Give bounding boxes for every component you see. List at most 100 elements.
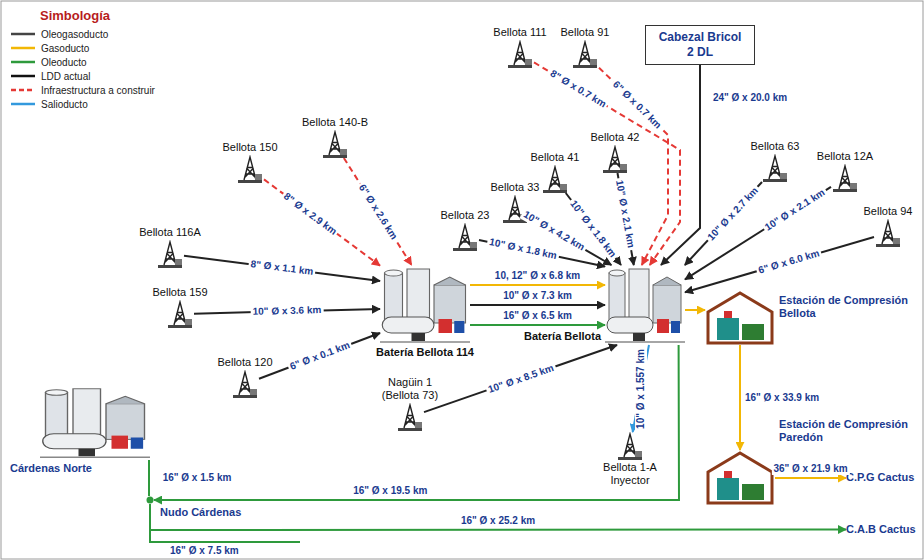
drawing-part xyxy=(185,319,192,325)
pipe-label: 16" Ø x 7.5 km xyxy=(168,545,241,557)
pipe-label: 6" Ø x 2.6 km xyxy=(355,180,401,243)
pipe-label: 10" Ø x 3.6 km xyxy=(251,304,324,318)
drawing-part xyxy=(340,149,347,155)
well-icon xyxy=(506,40,534,68)
pipe-label: 8" Ø x 2.9 km xyxy=(280,189,341,239)
pipe-label: 10" Ø x 7.3 km xyxy=(501,290,574,302)
drawing-part xyxy=(607,317,653,333)
legend-line xyxy=(11,89,35,92)
node-label: Bellota 33 xyxy=(491,181,540,194)
drawing-part xyxy=(609,147,621,170)
legend-text: Gasoducto xyxy=(41,43,89,54)
well-icon xyxy=(616,432,644,460)
drawing-part xyxy=(717,318,739,340)
drawing-part xyxy=(380,341,470,343)
legend-row: Gasoducto xyxy=(10,41,155,55)
pipe-label: 16" Ø x 1.5 km xyxy=(161,472,234,484)
drawing-part xyxy=(635,451,642,457)
well-icon xyxy=(601,145,629,173)
pipeline xyxy=(661,65,700,265)
node-label: Bellota 41 xyxy=(531,151,580,164)
well-icon xyxy=(396,403,424,431)
pipe-label: 8" Ø x 0.7 km xyxy=(546,66,610,111)
node-label: Bellota 116A xyxy=(139,226,201,239)
well-node: Bellota 94 xyxy=(874,219,902,247)
well-icon xyxy=(236,155,264,183)
well-icon xyxy=(831,164,859,192)
legend-row: Infraestructura a construir xyxy=(10,83,155,97)
drawing-part xyxy=(780,173,787,179)
pipe-label: 10" Ø x 1.8 km xyxy=(486,236,560,263)
node-label: Bellota 120 xyxy=(217,356,272,369)
drawing-part xyxy=(618,457,642,460)
destination-node: C.A.B Cactus xyxy=(846,523,916,536)
drawing-part xyxy=(434,285,466,323)
bat-icon xyxy=(605,265,685,345)
drawing-part xyxy=(769,156,781,179)
node-label: Estación de Compresión Paredón xyxy=(779,418,914,444)
well-node: Bellota 63 xyxy=(761,154,789,182)
junction-node: Nudo Cárdenas xyxy=(146,496,154,504)
battery-node: Batería Bellota 114 xyxy=(380,265,470,345)
pipe-label: 24" Ø x 20.0 km xyxy=(711,92,789,104)
drawing-part xyxy=(147,497,154,504)
legend-line xyxy=(11,61,35,64)
pipeline xyxy=(739,345,741,450)
well-node: Nagüin 1 (Bellota 73) xyxy=(396,403,424,431)
pipe-label: 10" Ø x 2.1 km xyxy=(761,185,829,234)
well-node: Bellota 120 xyxy=(231,370,259,398)
well-icon xyxy=(156,240,184,268)
legend-line xyxy=(11,103,35,106)
drawing-part xyxy=(168,325,192,328)
well-icon xyxy=(571,40,599,68)
drawing-part xyxy=(624,434,636,457)
pipe-label: 10" Ø x 2.7 km xyxy=(704,183,762,244)
well-icon xyxy=(874,219,902,247)
node-label: Bellota 63 xyxy=(751,140,800,153)
drawing-part xyxy=(525,59,532,65)
well-node: Bellota 116A xyxy=(156,240,184,268)
pipe-label: 16" Ø x 6.5 km xyxy=(501,310,574,322)
pipe-label: 8" Ø x 1.1 km xyxy=(248,258,316,278)
drawing-part xyxy=(164,242,176,265)
drawing-part xyxy=(671,321,680,333)
node-label: Bellota 111 xyxy=(493,26,546,39)
well-icon xyxy=(451,223,479,251)
pipeline xyxy=(184,256,380,281)
drawing-part xyxy=(175,259,182,265)
well-icon xyxy=(231,370,259,398)
header-box: Cabezal Bricol 2 DL xyxy=(645,25,755,65)
node-label: Cabezal Bricol 2 DL xyxy=(656,30,744,60)
drawing-part xyxy=(549,167,561,190)
drawing-part xyxy=(112,436,129,449)
sta-icon xyxy=(705,290,775,345)
drawing-part xyxy=(609,270,625,276)
pipeline xyxy=(148,460,150,496)
legend-line xyxy=(11,47,35,50)
dot-icon xyxy=(146,496,154,504)
legend-sample xyxy=(10,58,36,66)
legend-sample xyxy=(10,86,36,94)
drawing-part xyxy=(385,273,403,323)
battery-node: Batería Bellota xyxy=(605,265,685,345)
node-label: Bellota 91 xyxy=(561,26,610,39)
drawing-part xyxy=(404,405,416,428)
drawing-part xyxy=(244,157,256,180)
drawing-part xyxy=(742,324,764,340)
pipeline xyxy=(775,477,846,479)
well-icon xyxy=(321,130,349,158)
legend: OleogasoductoGasoductoOleoductoLDD actua… xyxy=(10,27,155,111)
well-node: Bellota 12A xyxy=(831,164,859,192)
drawing-part xyxy=(839,166,851,189)
node-label: Nagüin 1 (Bellota 73) xyxy=(370,376,450,402)
legend-sample xyxy=(10,30,36,38)
pipe-label: 16" Ø x 19.5 km xyxy=(351,485,429,497)
drawing-part xyxy=(708,453,772,503)
drawing-part xyxy=(833,189,857,192)
drawing-part xyxy=(603,170,627,173)
drawing-part xyxy=(470,242,477,248)
drawing-part xyxy=(385,270,403,276)
drawing-part xyxy=(131,438,143,449)
